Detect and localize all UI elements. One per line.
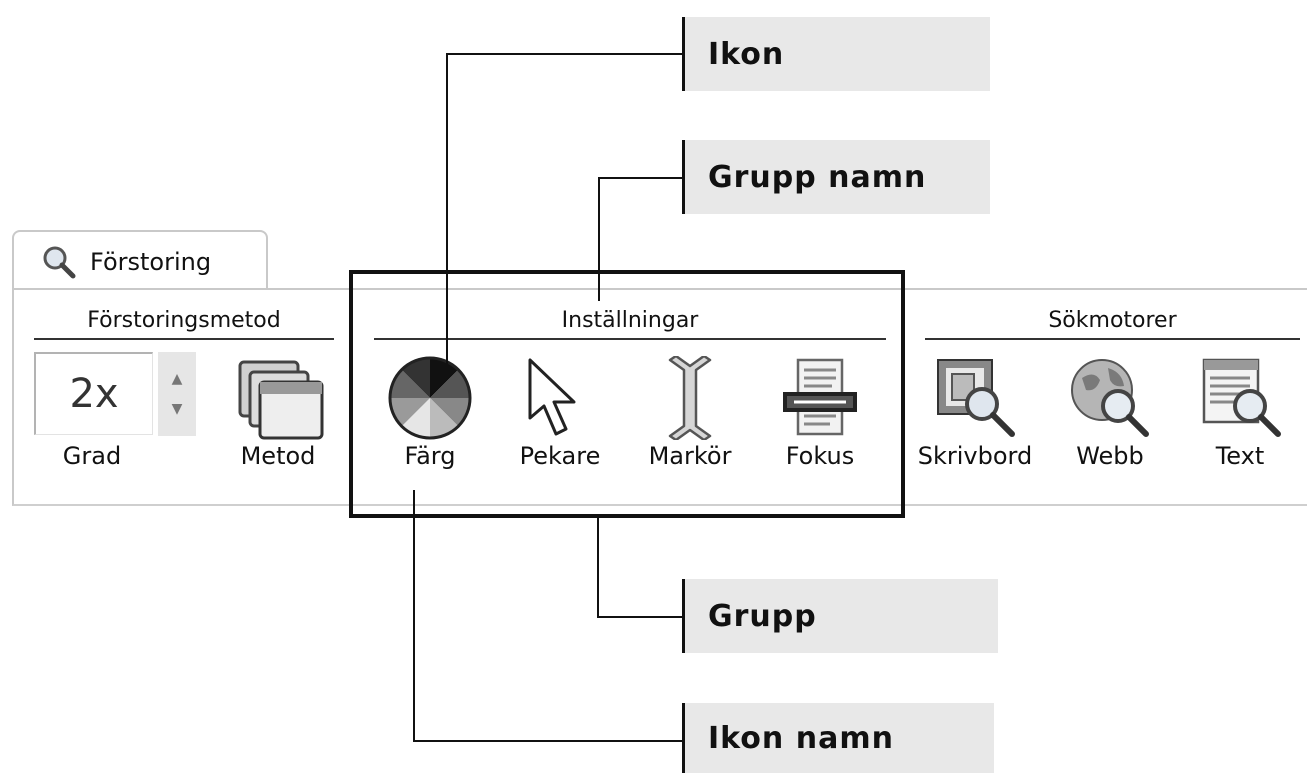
pointer-icon: [528, 358, 576, 436]
text-search-button[interactable]: Text: [1180, 354, 1300, 484]
focus-button[interactable]: Fokus: [760, 354, 880, 484]
group-title-sokmotorer: Sökmotorer: [1048, 308, 1177, 333]
pointer-label: Pekare: [519, 442, 601, 470]
grade-input[interactable]: 2x: [34, 352, 153, 435]
leader-line-ikon-namn: [413, 490, 415, 742]
callout-ikon-namn: Ikon namn: [682, 703, 994, 773]
leader-line-ikon: [446, 53, 682, 55]
text-search-icon: [1202, 358, 1281, 437]
text-cursor-icon: [668, 356, 712, 440]
method-button[interactable]: Metod: [228, 360, 328, 486]
focus-label: Fokus: [785, 442, 855, 470]
windows-stack-icon: [238, 360, 324, 440]
web-search-icon: [1071, 359, 1149, 437]
tab-forstoring[interactable]: Förstoring: [12, 230, 268, 292]
leader-line-grupp: [597, 518, 599, 618]
color-wheel-icon: [388, 356, 472, 440]
focus-icon: [783, 358, 857, 436]
grade-label: Grad: [62, 442, 122, 470]
leader-line-grupp-namn: [598, 177, 600, 301]
leader-line-ikon-namn: [413, 740, 682, 742]
callout-ikon: Ikon: [682, 17, 990, 91]
callout-bar: [682, 703, 685, 773]
callout-text: Ikon namn: [708, 720, 894, 756]
group-highlight-frame: [349, 270, 905, 518]
group-title-forstoringsmetod: Förstoringsmetod: [87, 308, 281, 333]
magnifier-icon: [43, 246, 76, 279]
group-rule: [925, 338, 1300, 340]
callout-text: Grupp namn: [708, 159, 927, 195]
text-cursor-button[interactable]: Markör: [630, 354, 750, 484]
spinner-up-icon[interactable]: ▲: [171, 371, 183, 387]
web-search-label: Webb: [1076, 442, 1144, 470]
group-rule: [374, 338, 886, 340]
tab-label: Förstoring: [90, 248, 212, 276]
leader-line-grupp-namn: [598, 177, 682, 179]
text-search-label: Text: [1215, 442, 1265, 470]
group-rule: [34, 338, 334, 340]
color-button[interactable]: Färg: [370, 354, 490, 484]
group-title-installningar: Inställningar: [561, 308, 699, 333]
leader-line-grupp: [597, 616, 682, 618]
spinner-down-icon[interactable]: ▼: [171, 401, 183, 417]
callout-text: Ikon: [708, 36, 785, 72]
leader-line-ikon: [446, 53, 448, 369]
grade-spinner[interactable]: ▲ ▼: [158, 352, 196, 436]
callout-text: Grupp: [708, 598, 817, 634]
desktop-search-icon: [937, 359, 1015, 437]
method-label: Metod: [240, 442, 316, 470]
callout-bar: [682, 17, 685, 91]
web-search-button[interactable]: Webb: [1050, 354, 1170, 484]
callout-bar: [682, 140, 685, 214]
callout-grupp: Grupp: [682, 579, 998, 653]
callout-grupp-namn: Grupp namn: [682, 140, 990, 214]
desktop-search-label: Skrivbord: [917, 442, 1033, 470]
color-label: Färg: [404, 442, 456, 470]
callout-bar: [682, 579, 685, 653]
text-cursor-label: Markör: [648, 442, 732, 470]
pointer-button[interactable]: Pekare: [500, 354, 620, 484]
desktop-search-button[interactable]: Skrivbord: [910, 354, 1040, 484]
